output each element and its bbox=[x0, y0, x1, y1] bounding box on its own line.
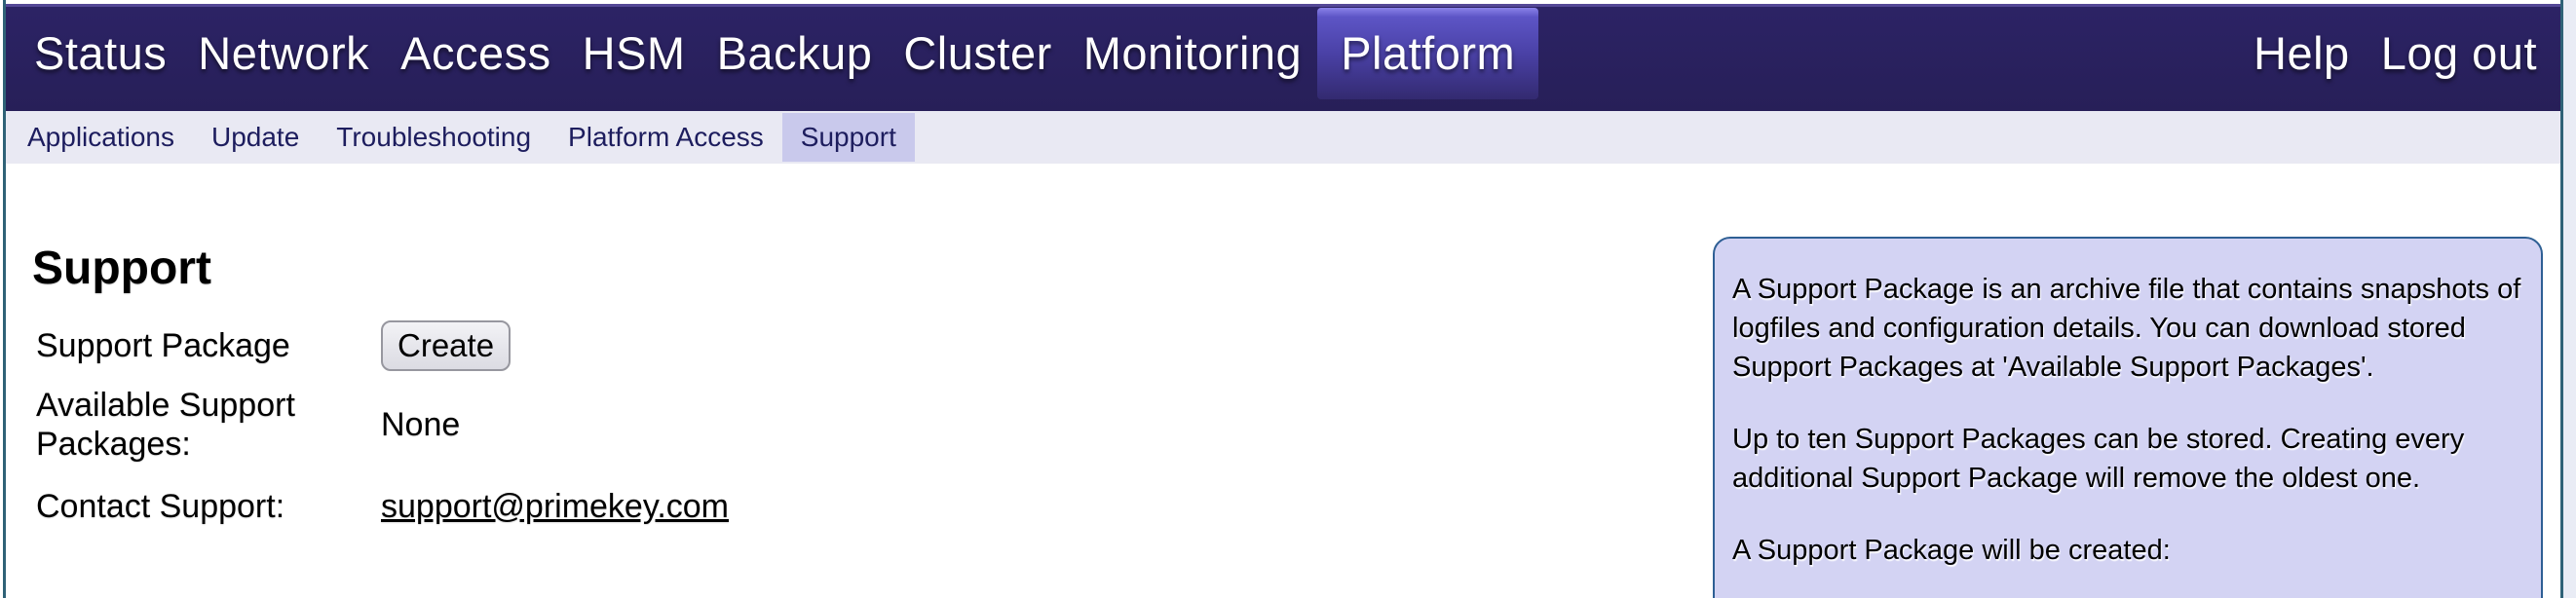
page-right-border bbox=[2560, 0, 2563, 598]
subnav-item-support[interactable]: Support bbox=[781, 113, 915, 162]
nav-item-hsm[interactable]: HSM bbox=[582, 27, 686, 79]
topnav-right-group: Help Log out bbox=[2238, 4, 2560, 99]
support-package-label: Support Package bbox=[36, 326, 290, 364]
subnav-item-applications[interactable]: Applications bbox=[27, 122, 174, 152]
contact-support-label: Contact Support: bbox=[36, 488, 285, 526]
subnav-item-troubleshooting[interactable]: Troubleshooting bbox=[336, 122, 532, 152]
nav-item-logout[interactable]: Log out bbox=[2380, 27, 2537, 79]
page-title: Support bbox=[32, 243, 211, 294]
create-button[interactable]: Create bbox=[381, 320, 511, 371]
support-package-row: Support Package Create bbox=[36, 320, 2560, 371]
available-packages-label: Available Support Packages: bbox=[36, 387, 295, 464]
info-paragraph-3: A Support Package will be created: bbox=[1732, 535, 2171, 566]
platform-sub-navigation: Applications Update Troubleshooting Plat… bbox=[6, 111, 2560, 164]
nav-item-network[interactable]: Network bbox=[198, 27, 370, 79]
contact-support-link[interactable]: support@primekey.com bbox=[381, 487, 729, 525]
contact-support-row: Contact Support: support@primekey.com bbox=[36, 487, 2560, 526]
support-info-panel: A Support Package is an archive file tha… bbox=[1713, 237, 2543, 598]
nav-item-backup[interactable]: Backup bbox=[716, 27, 873, 79]
page-left-border bbox=[3, 0, 6, 598]
nav-item-help[interactable]: Help bbox=[2254, 27, 2350, 79]
available-packages-value: None bbox=[381, 405, 461, 443]
nav-item-cluster[interactable]: Cluster bbox=[903, 27, 1052, 79]
support-form: Support Package Create Available Support… bbox=[36, 320, 2560, 526]
subnav-item-platform-access[interactable]: Platform Access bbox=[568, 122, 764, 152]
top-navigation-bar: Status Network Access HSM Backup Cluster… bbox=[6, 4, 2560, 111]
page-right-gutter bbox=[2563, 0, 2576, 598]
nav-item-status[interactable]: Status bbox=[34, 27, 168, 79]
subnav-item-update[interactable]: Update bbox=[210, 122, 300, 152]
nav-item-monitoring[interactable]: Monitoring bbox=[1082, 27, 1303, 79]
info-paragraph-2: Up to ten Support Packages can be stored… bbox=[1732, 424, 2465, 494]
available-packages-row: Available Support Packages: None bbox=[36, 386, 2560, 464]
info-paragraph-1: A Support Package is an archive file tha… bbox=[1732, 274, 2521, 383]
nav-item-access[interactable]: Access bbox=[400, 27, 551, 79]
nav-item-platform[interactable]: Platform bbox=[1317, 8, 1539, 99]
